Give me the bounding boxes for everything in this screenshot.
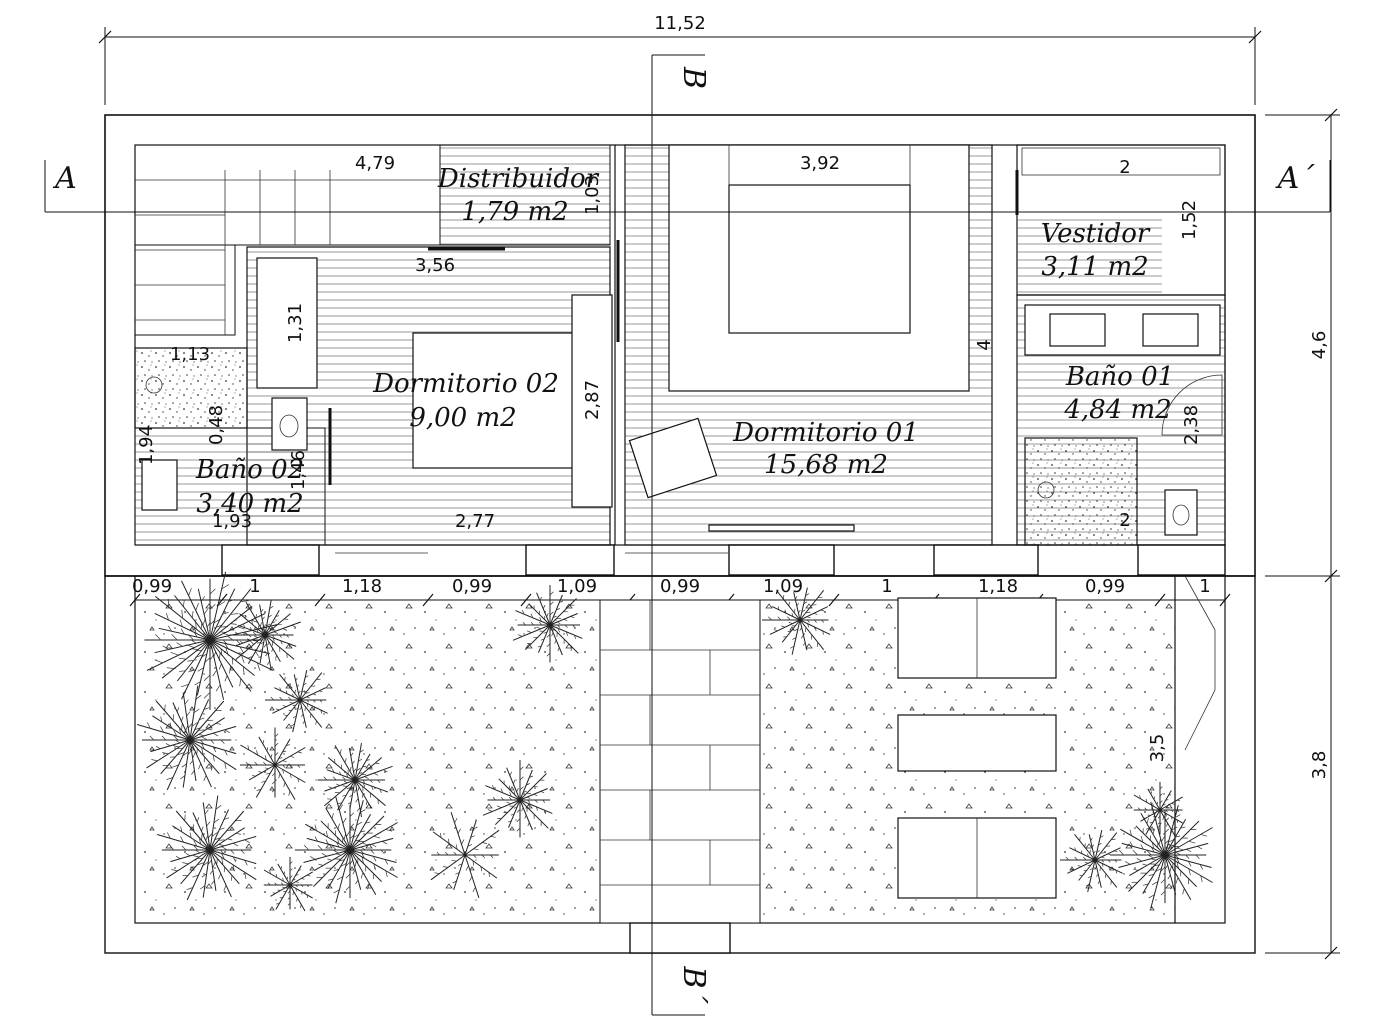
sink-bano-01 [1142, 313, 1199, 347]
overall-width-label: 11,52 [654, 13, 706, 34]
plant-icon [762, 587, 831, 655]
plant-icon [430, 812, 500, 898]
facade-dimension-label: 0,99 [132, 576, 172, 597]
plant-icon [157, 795, 257, 901]
bed1-width-label: 3,92 [800, 153, 840, 174]
room-dormitorio-01: 3,92 4 Dormitorio 01 15,68 m2 [614, 144, 995, 546]
distribuidor-name: Distribuidor [437, 164, 600, 194]
plant-icon [1060, 829, 1123, 893]
sink-bano-01 [1049, 313, 1106, 347]
bano1-depth-label: 2,38 [1181, 405, 1202, 445]
window [525, 544, 615, 576]
section-b-label: B [676, 66, 711, 89]
dormitorio-01-name: Dormitorio 01 [732, 418, 919, 448]
room-dormitorio-02: 1,31 3,56 2,87 Dormitorio 02 9,00 m2 2,7… [246, 246, 613, 546]
terrace-depth-label: 3,5 [1147, 734, 1168, 763]
bano2-gap-label: 0,48 [206, 405, 227, 445]
window [221, 544, 320, 576]
stair-width-label: 4,79 [355, 153, 395, 174]
facade-dimension-label: 1,09 [557, 576, 597, 597]
dormitorio-02-name: Dormitorio 02 [372, 369, 559, 399]
window [1137, 544, 1226, 576]
plant-icon [144, 571, 279, 710]
headboard [571, 294, 613, 508]
plant-icon [265, 669, 328, 733]
dorm2-depth-label: 2,87 [582, 380, 603, 420]
room-bano-01: Baño 01 4,84 m2 2,38 2 [1016, 294, 1226, 546]
facade-dimension-label: 0,99 [452, 576, 492, 597]
plant-icon [263, 856, 313, 912]
shower-bano-01 [1024, 437, 1138, 546]
facade-dimension-label: 1,09 [763, 576, 803, 597]
garden: 3,5 [104, 571, 1256, 954]
bano-01-area: 4,84 m2 [1063, 395, 1171, 425]
house-depth-label: 4,6 [1309, 331, 1330, 360]
section-a-label: A [52, 161, 77, 196]
room-vestidor: 2 1,52 Vestidor 3,11 m2 [1015, 144, 1226, 296]
bano2-shower-width-label: 1,13 [170, 344, 210, 365]
room-bano-02: 1,13 0,48 1,94 1,46 Baño 02 3,40 m2 1,93 [134, 344, 332, 546]
sink-bano-02 [141, 459, 178, 511]
bano2-width-label: 1,93 [212, 511, 252, 532]
plants [137, 571, 1213, 912]
plant-icon [229, 599, 301, 671]
closet [256, 257, 318, 389]
dorm2-width-label: 3,56 [415, 255, 455, 276]
closet-depth-label: 1,31 [285, 303, 306, 343]
room-distribuidor: Distribuidor 1,79 m2 1,03 [428, 144, 611, 251]
bed-duvet [728, 184, 911, 334]
overall-width-dimension: 11,52 [98, 13, 1262, 105]
facade-dimension-label: 1,18 [978, 576, 1018, 597]
section-cut-a: A A´ [44, 160, 1331, 213]
bano-02-name: Baño 02 [195, 455, 304, 485]
vestidor-depth-label: 1,52 [1179, 200, 1200, 240]
distribuidor-depth-label: 1,03 [582, 175, 603, 215]
vestidor-area: 3,11 m2 [1041, 252, 1148, 282]
sun-loungers [897, 597, 1057, 899]
bano1-width-label: 2 [1119, 510, 1130, 531]
bano2-door-label: 1,46 [288, 450, 309, 490]
bano-01-name: Baño 01 [1065, 362, 1174, 392]
plant-icon [482, 760, 553, 838]
paved-path [599, 599, 761, 954]
desk [708, 524, 855, 532]
shower-bano-02 [134, 347, 248, 429]
toilet-bano-01 [1164, 489, 1198, 536]
plant-icon [240, 727, 306, 800]
section-a-prime-label: A´ [1275, 161, 1316, 196]
facade-dimension-label: 1 [881, 576, 892, 597]
bano2-depth-label: 1,94 [136, 425, 157, 465]
facade-dimension-label: 0,99 [660, 576, 700, 597]
vestidor-width-label: 2 [1119, 157, 1130, 178]
section-b-prime-label: B´ [676, 965, 711, 1004]
facade-dimension-label: 0,99 [1085, 576, 1125, 597]
bano-02-area: 3,40 m2 [196, 489, 303, 519]
dorm1-depth-label: 4 [974, 339, 995, 350]
plant-icon [1133, 781, 1183, 837]
toilet-bano-02 [271, 397, 308, 451]
vestidor-name: Vestidor [1041, 219, 1151, 249]
left-planting-bed [135, 600, 600, 923]
door-swing [1161, 374, 1223, 436]
right-depth-dimensions: 4,6 3,8 [1265, 108, 1340, 960]
dormitorio-01-area: 15,68 m2 [764, 450, 888, 480]
plant-icon [317, 743, 393, 817]
window [933, 544, 1039, 576]
armchair [628, 417, 718, 499]
plant-icon [137, 685, 237, 791]
facade-dimension-label: 1,18 [342, 576, 382, 597]
facade-dimension-label: 1 [249, 576, 260, 597]
lounger [897, 714, 1057, 772]
plant-icon [295, 796, 398, 904]
plant-icon [512, 585, 583, 663]
window [728, 544, 835, 576]
facade-dimension-label: 1 [1199, 576, 1210, 597]
bed-dormitorio-02 [412, 332, 577, 469]
dorm2-window-label: 2,77 [455, 511, 495, 532]
section-cut-b: B B´ [651, 54, 711, 1016]
dormitorio-02-area: 9,00 m2 [409, 403, 516, 433]
garden-depth-label: 3,8 [1309, 751, 1330, 780]
